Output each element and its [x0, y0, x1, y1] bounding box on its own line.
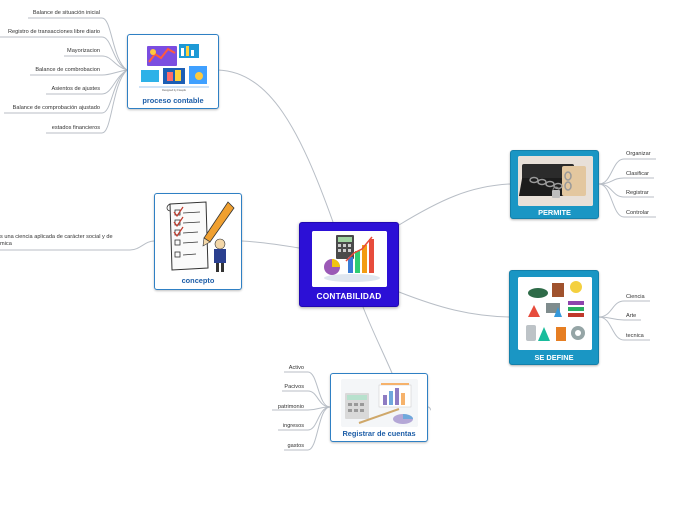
- checklist-with-pencil-illustration: [162, 198, 236, 274]
- node-concepto-label: concepto: [181, 276, 215, 285]
- leaf-activo[interactable]: Activo: [288, 365, 304, 371]
- node-concepto[interactable]: concepto: [154, 193, 242, 290]
- node-se-define-label: SE DEFINE: [534, 353, 574, 362]
- node-permite[interactable]: PERMITE: [510, 150, 599, 219]
- node-registrar-cuentas[interactable]: Registrar de cuentas: [330, 373, 428, 442]
- leaf-balance-comprobacion-ajustado[interactable]: Balance de comprobación ajustado: [12, 105, 100, 111]
- node-registrar-cuentas-label: Registrar de cuentas: [342, 429, 416, 438]
- node-central-label: CONTABILIDAD: [316, 291, 382, 301]
- connector-central-concepto: [241, 240, 300, 249]
- node-central-contabilidad[interactable]: CONTABILIDAD: [299, 222, 399, 307]
- node-permite-label: PERMITE: [538, 208, 571, 217]
- node-proceso-contable[interactable]: Designed by Freepik proceso contable: [127, 34, 219, 109]
- leaf-ciencia[interactable]: Ciencia: [626, 294, 645, 300]
- leaf-tecnica[interactable]: tecnica: [626, 333, 644, 339]
- leaf-pacivos[interactable]: Pacivos: [284, 384, 304, 390]
- leaf-asientos-ajustes[interactable]: Asientos de ajustes: [51, 86, 100, 92]
- connector-central-sedefine: [398, 291, 510, 318]
- accounting-calculator-chart-photo: [341, 379, 418, 427]
- laptop-locked-with-chains-photo: [518, 156, 593, 206]
- leaf-mayorizacion[interactable]: Mayorizacion: [67, 48, 100, 54]
- leaf-registro-transacciones[interactable]: Registro de transacciones libre diario: [7, 29, 100, 35]
- accounting-process-illustration: Designed by Freepik: [137, 40, 211, 95]
- leaf-concepto-text-2[interactable]: mica: [0, 241, 12, 247]
- leaf-balance-combrobacion[interactable]: Balance de combrobacion: [35, 67, 100, 73]
- leaf-registrar[interactable]: Registrar: [626, 190, 649, 196]
- leaf-ingresos[interactable]: ingresos: [282, 423, 304, 429]
- node-proceso-contable-label: proceso contable: [142, 96, 204, 105]
- leaf-balance-situacion-inicial[interactable]: Balance de situación inicial: [32, 10, 100, 16]
- connector-central-proceso: [217, 69, 334, 223]
- leaf-clasificar[interactable]: Clasificar: [626, 171, 650, 177]
- analytics-chart-calculator-illustration: [312, 231, 387, 287]
- connector-central-registrar: [362, 306, 393, 374]
- leaf-concepto-text-1[interactable]: s una ciencia aplicada de carácter socia…: [0, 234, 113, 240]
- leaf-estados-financieros[interactable]: estados financieros: [51, 125, 100, 131]
- leaf-gastos[interactable]: gastos: [287, 443, 304, 449]
- leaf-arte[interactable]: Arte: [626, 313, 637, 319]
- connector-central-permite: [398, 183, 511, 226]
- node-se-define[interactable]: SE DEFINE: [509, 270, 599, 365]
- leaf-organizar[interactable]: Organizar: [626, 151, 651, 157]
- image-caption: Designed by Freepik: [162, 89, 186, 92]
- science-art-technology-items-illustration: [518, 277, 592, 350]
- leaf-controlar[interactable]: Controlar: [626, 210, 650, 216]
- leaf-patrimonio[interactable]: patrimonio: [277, 404, 304, 410]
